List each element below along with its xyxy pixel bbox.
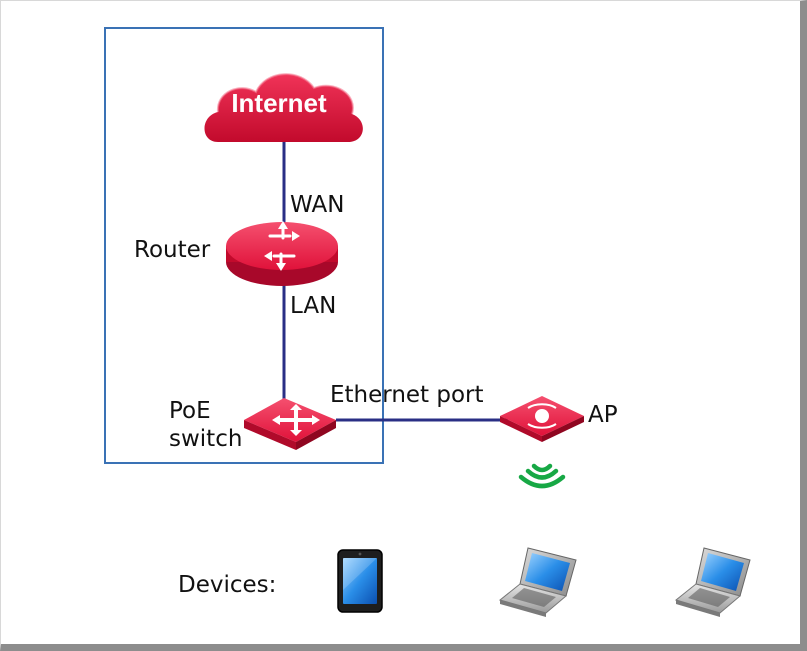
- internet-cloud-icon: [204, 73, 363, 142]
- poe-switch-icon: [244, 398, 336, 450]
- access-point-icon: [500, 396, 584, 442]
- poe-switch-label-line2: switch: [169, 426, 242, 452]
- internet-label: Internet: [231, 88, 327, 118]
- ap-label: AP: [588, 402, 618, 428]
- devices-label: Devices:: [178, 572, 276, 598]
- ethernet-port-label: Ethernet port: [330, 382, 484, 408]
- laptop-icon: [674, 547, 751, 617]
- router-icon: [226, 221, 338, 286]
- laptop-icon: [498, 547, 577, 617]
- wifi-signal-icon: [518, 463, 566, 489]
- network-group-border: [104, 27, 384, 464]
- wan-label: WAN: [290, 192, 344, 218]
- tablet-icon: [337, 549, 383, 613]
- poe-switch-label-line1: PoE: [169, 398, 211, 424]
- router-label: Router: [134, 237, 211, 263]
- lan-label: LAN: [290, 293, 336, 319]
